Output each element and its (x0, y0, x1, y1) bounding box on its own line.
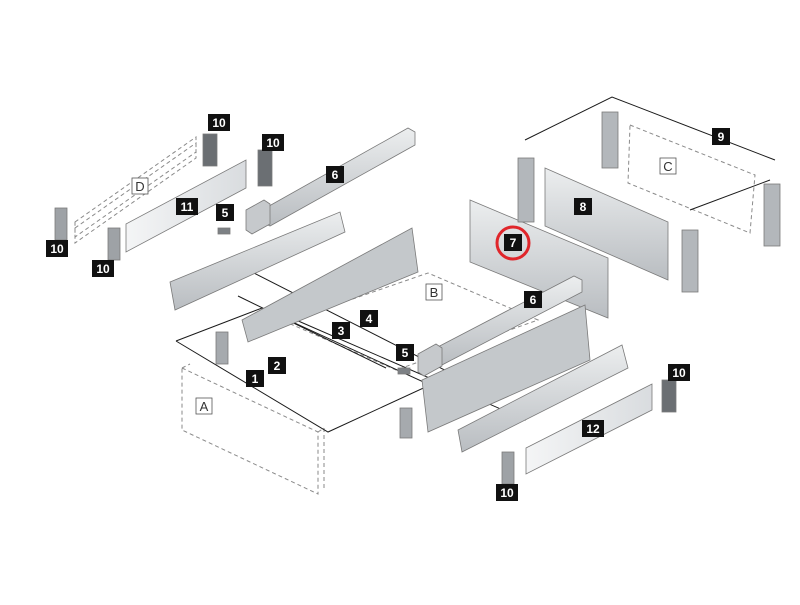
hardware-clip-right (399, 407, 413, 439)
svg-text:7: 7 (510, 236, 517, 250)
svg-text:10: 10 (500, 486, 514, 500)
part-10-connector-lower-mid (501, 451, 515, 485)
callout-6-upper: 6 (326, 166, 344, 183)
callout-10-upper-left: 10 (208, 114, 230, 131)
callout-10-left-a: 10 (46, 240, 68, 257)
svg-text:6: 6 (332, 168, 339, 182)
svg-text:B: B (430, 285, 439, 300)
panel-c-outline (627, 124, 756, 234)
part-8-rear-panel (544, 167, 669, 281)
left-drawer-side (169, 211, 419, 343)
svg-text:10: 10 (672, 366, 686, 380)
right-drawer-side (421, 304, 629, 453)
callout-12: 12 (582, 420, 604, 437)
panel-a-label: A (195, 397, 213, 415)
svg-text:5: 5 (402, 346, 409, 360)
svg-text:C: C (663, 159, 672, 174)
panel-c-label: C (659, 157, 677, 175)
callout-2: 2 (268, 357, 286, 374)
svg-text:8: 8 (580, 200, 587, 214)
callout-10-left-b: 10 (92, 260, 114, 277)
part-10-connector-upper-left (202, 133, 218, 167)
part-10-connector-left-b (107, 227, 121, 261)
panel-d-outline (74, 136, 197, 244)
part-9-bracket-set (517, 111, 781, 293)
svg-text:2: 2 (274, 359, 281, 373)
callout-10-lower-mid: 10 (496, 484, 518, 501)
callout-3: 3 (332, 322, 350, 339)
callout-5-lower: 5 (396, 344, 414, 361)
svg-text:1: 1 (252, 372, 259, 386)
svg-text:9: 9 (718, 130, 725, 144)
svg-text:D: D (135, 179, 144, 194)
part-6-lower-rail (417, 275, 583, 377)
svg-text:11: 11 (181, 200, 194, 214)
svg-text:A: A (200, 399, 209, 414)
panel-b-label: B (425, 283, 443, 301)
callout-9: 9 (712, 128, 730, 145)
callout-7-highlighted: 7 (495, 225, 531, 261)
svg-text:10: 10 (96, 262, 110, 276)
part-10-connector-left-a (54, 207, 68, 241)
svg-text:10: 10 (50, 242, 64, 256)
callout-6-lower: 6 (524, 291, 542, 308)
svg-text:10: 10 (212, 116, 226, 130)
svg-text:3: 3 (338, 324, 345, 338)
svg-text:6: 6 (530, 293, 537, 307)
svg-text:4: 4 (366, 312, 373, 326)
callout-8: 8 (574, 198, 592, 215)
svg-text:12: 12 (586, 422, 600, 436)
callout-4: 4 (360, 310, 378, 327)
callout-1: 1 (246, 370, 264, 387)
part-10-connector-lower-right (661, 379, 677, 413)
svg-text:10: 10 (266, 136, 280, 150)
panel-a-outline (181, 363, 325, 495)
callout-11: 11 (176, 198, 198, 215)
callout-10-lower-right: 10 (668, 364, 690, 381)
part-10-connector-upper-mid (257, 149, 273, 187)
panel-b-outline (284, 272, 540, 371)
highlight-ring (495, 225, 531, 261)
part-5-screw-lower (397, 367, 411, 375)
callout-5-upper: 5 (216, 204, 234, 221)
part-5-screw-upper (217, 227, 231, 235)
hardware-clip-left (215, 331, 229, 365)
callout-10-upper-mid: 10 (262, 134, 284, 151)
svg-text:5: 5 (222, 206, 229, 220)
panel-d-label: D (131, 177, 149, 195)
